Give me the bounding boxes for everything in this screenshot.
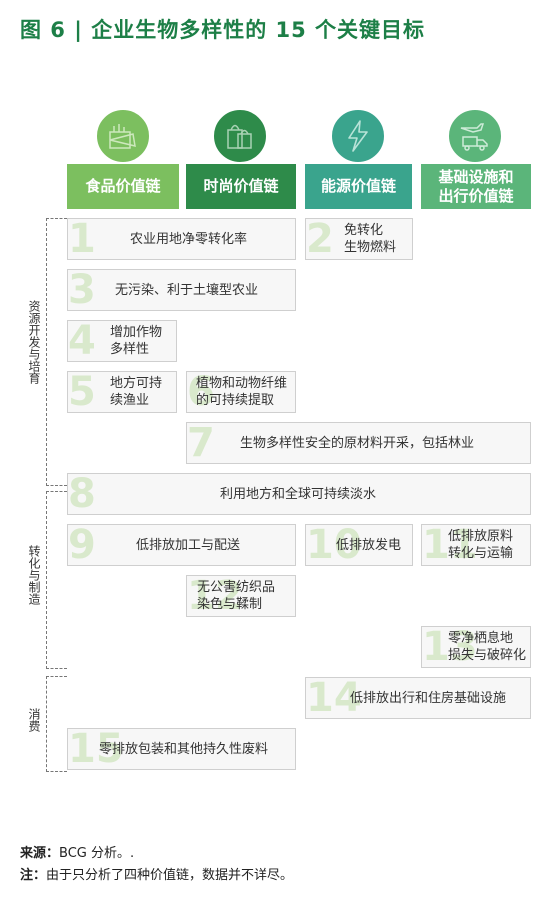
target-text: 免转化 生物燃料 bbox=[344, 223, 397, 255]
target-item-2: 2 免转化 生物燃料 bbox=[305, 216, 413, 262]
source-text: BCG 分析。. bbox=[59, 846, 135, 861]
chain-infrastructure-label: 基础设施和出行价值链 bbox=[438, 167, 514, 205]
target-text: 低排放原料 转化与运输 bbox=[448, 529, 514, 561]
stage-consumption-label: 消费 bbox=[27, 708, 41, 732]
target-number: 9 bbox=[68, 522, 96, 568]
target-number: 1 bbox=[68, 216, 96, 262]
target-item-4: 4 增加作物 多样性 bbox=[67, 318, 177, 364]
target-text: 植物和动物纤维 的可持续提取 bbox=[196, 376, 288, 408]
target-item-5: 5 地方可持 续渔业 bbox=[67, 369, 177, 415]
target-item-12: 12 无公害纺织品 染色与鞣制 bbox=[186, 573, 296, 619]
target-item-8: 8 利用地方和全球可持续淡水 bbox=[67, 471, 531, 517]
target-text: 无公害纺织品 染色与鞣制 bbox=[197, 580, 276, 612]
bracket-resources bbox=[46, 218, 67, 486]
target-number: 13 bbox=[422, 624, 478, 670]
target-item-7: 7 生物多样性安全的原材料开采，包括林业 bbox=[186, 420, 531, 466]
target-number: 8 bbox=[68, 471, 96, 517]
target-item-10: 10 低排放发电 bbox=[305, 522, 413, 568]
target-text: 地方可持 续渔业 bbox=[110, 376, 163, 408]
target-text: 低排放发电 bbox=[336, 538, 402, 553]
target-number: 14 bbox=[306, 675, 362, 721]
target-number: 5 bbox=[68, 369, 96, 415]
footnote-label: 注： bbox=[20, 868, 47, 883]
target-number: 4 bbox=[68, 318, 96, 364]
target-text: 低排放加工与配送 bbox=[136, 538, 241, 553]
target-item-14: 14 低排放出行和住房基础设施 bbox=[305, 675, 531, 721]
chain-food-label: 食品价值链 bbox=[85, 177, 161, 195]
lightning-icon bbox=[330, 108, 386, 164]
chain-fashion: 时尚价值链 bbox=[186, 164, 296, 209]
target-number: 2 bbox=[306, 216, 334, 262]
target-text: 无污染、利于土壤型农业 bbox=[115, 283, 259, 298]
target-item-13: 13 零净栖息地 损失与破碎化 bbox=[421, 624, 531, 670]
target-text: 零排放包装和其他持久性废料 bbox=[99, 742, 269, 757]
chain-fashion-label: 时尚价值链 bbox=[203, 177, 279, 195]
chain-food: 食品价值链 bbox=[67, 164, 179, 209]
target-text: 增加作物 多样性 bbox=[110, 325, 163, 357]
target-number: 6 bbox=[187, 369, 215, 415]
target-number: 7 bbox=[187, 420, 215, 466]
target-item-6: 6 植物和动物纤维 的可持续提取 bbox=[186, 369, 296, 415]
shopping-bag-icon bbox=[212, 108, 268, 164]
stage-resources-label: 资源开发与培育 bbox=[27, 300, 41, 384]
transport-icon bbox=[447, 108, 503, 164]
target-item-11: 11 低排放原料 转化与运输 bbox=[421, 522, 531, 568]
stage-manufacturing-label: 转化与制造 bbox=[27, 545, 41, 605]
bracket-manufacturing bbox=[46, 491, 67, 669]
target-text: 零净栖息地 损失与破碎化 bbox=[448, 631, 527, 663]
footnote: 注：由于只分析了四种价值链，数据并不详尽。 bbox=[20, 864, 293, 883]
target-number: 15 bbox=[68, 726, 124, 772]
target-item-9: 9 低排放加工与配送 bbox=[67, 522, 296, 568]
source-note: 来源：BCG 分析。. bbox=[20, 842, 134, 861]
target-number: 11 bbox=[422, 522, 478, 568]
chain-energy: 能源价值链 bbox=[305, 164, 412, 209]
food-basket-icon bbox=[95, 108, 151, 164]
target-item-3: 3 无污染、利于土壤型农业 bbox=[67, 267, 296, 313]
target-text: 农业用地净零转化率 bbox=[130, 232, 248, 247]
target-number: 3 bbox=[68, 267, 96, 313]
source-label: 来源： bbox=[20, 846, 60, 861]
target-text: 生物多样性安全的原材料开采，包括林业 bbox=[240, 436, 475, 451]
target-number: 12 bbox=[187, 573, 243, 619]
figure-title: 图 6 | 企业生物多样性的 15 个关键目标 bbox=[20, 18, 426, 42]
target-number: 10 bbox=[306, 522, 362, 568]
footnote-text: 由于只分析了四种价值链，数据并不详尽。 bbox=[46, 868, 294, 883]
chain-energy-label: 能源价值链 bbox=[320, 177, 396, 195]
target-text: 低排放出行和住房基础设施 bbox=[350, 691, 507, 706]
target-text: 利用地方和全球可持续淡水 bbox=[220, 487, 377, 502]
bracket-consumption bbox=[46, 676, 67, 772]
target-item-1: 1 农业用地净零转化率 bbox=[67, 216, 296, 262]
target-item-15: 15 零排放包装和其他持久性废料 bbox=[67, 726, 296, 772]
chain-infrastructure: 基础设施和出行价值链 bbox=[421, 164, 531, 209]
